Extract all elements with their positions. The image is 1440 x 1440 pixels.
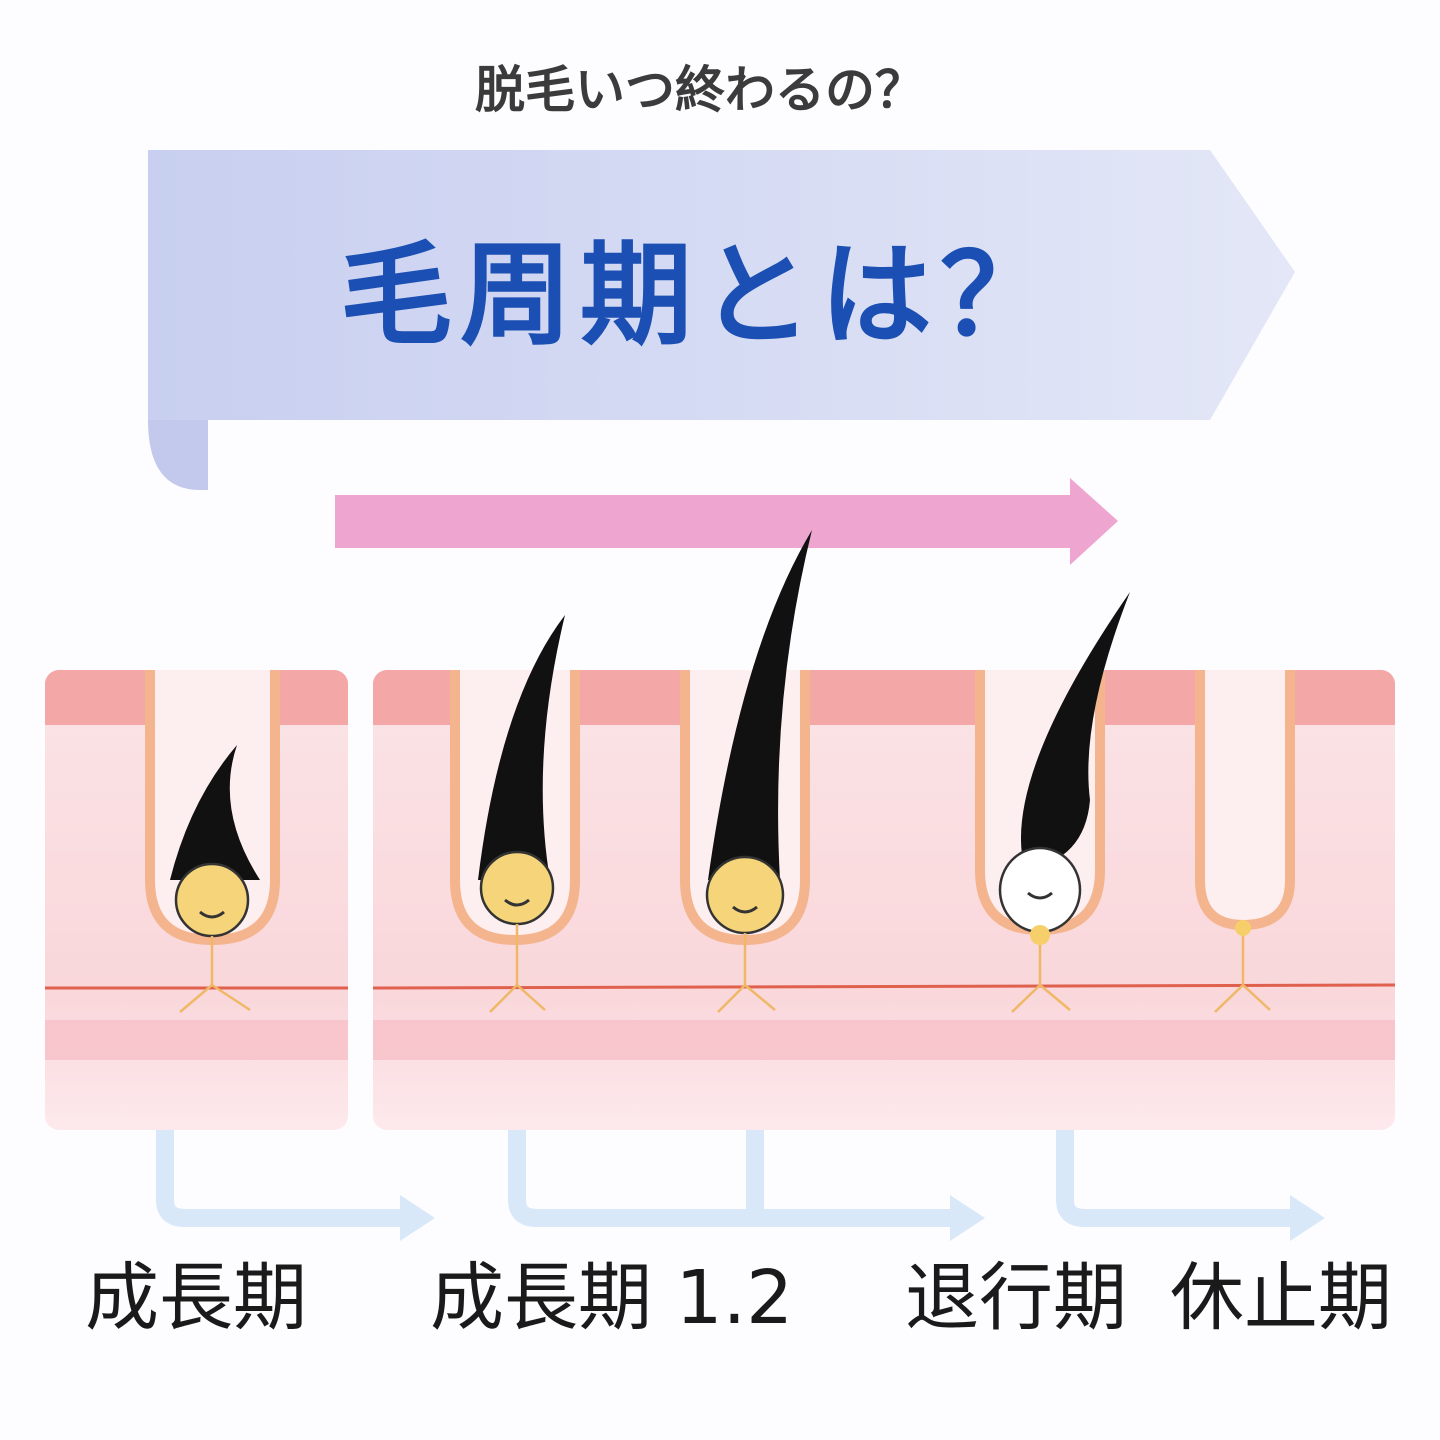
follicle (1195, 660, 1295, 931)
subtitle: 脱毛いつ終わるの？ (475, 61, 925, 119)
stage-label-anagen-1-2: 成長期 1.2 (430, 1255, 794, 1341)
stage-arrows (156, 1130, 1300, 1227)
page-title: 毛周期とは？ (340, 230, 1060, 361)
hair (708, 530, 812, 880)
stage-label-telogen: 休止期 (1170, 1255, 1392, 1341)
hair (170, 745, 260, 880)
hair (478, 615, 565, 880)
stage-label-anagen: 成長期 (85, 1255, 307, 1341)
cycle-arrow (335, 478, 1118, 565)
title-banner (148, 150, 1295, 490)
stage-label-catagen: 退行期 (905, 1255, 1127, 1341)
hair (1020, 592, 1130, 870)
hair-bulb-faces (174, 846, 1082, 938)
